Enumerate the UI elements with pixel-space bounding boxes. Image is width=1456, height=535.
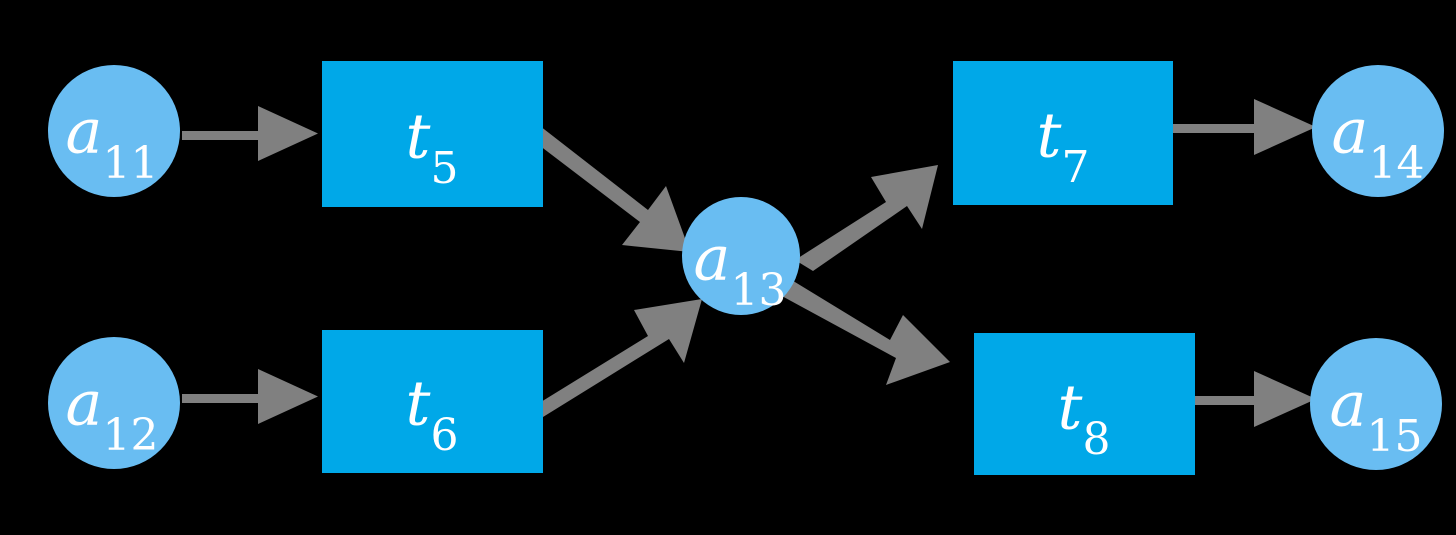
place-layer: a11 a12 a13 a14 a15 — [48, 65, 1444, 470]
arrow-shape — [531, 126, 690, 252]
edge-t8-to-a15 — [1195, 371, 1316, 427]
arrow-shape — [182, 369, 318, 424]
place-a13[interactable]: a13 — [682, 197, 800, 316]
place-a15-circle[interactable] — [1310, 338, 1442, 470]
arrow-shape — [1195, 371, 1316, 427]
edge-a13-to-t7 — [795, 165, 938, 271]
transition-layer: t5 t6 t7 t8 — [322, 61, 1195, 475]
transition-t8[interactable]: t8 — [974, 333, 1195, 475]
place-a15[interactable]: a15 — [1310, 338, 1442, 470]
place-a13-circle[interactable] — [682, 197, 800, 315]
arrow-shape — [182, 106, 318, 161]
arrow-shape — [795, 165, 938, 271]
place-a14[interactable]: a14 — [1312, 65, 1444, 197]
transition-t7-box[interactable] — [953, 61, 1173, 205]
transition-t7[interactable]: t7 — [953, 61, 1173, 205]
edge-t6-to-a13 — [536, 299, 702, 417]
edge-a13-to-t8 — [780, 279, 950, 385]
place-a14-circle[interactable] — [1312, 65, 1444, 197]
transition-t6-box[interactable] — [322, 330, 543, 473]
place-a12[interactable]: a12 — [48, 337, 180, 469]
transition-t6[interactable]: t6 — [322, 330, 543, 473]
edge-a11-to-t5 — [182, 106, 318, 161]
transition-t5-box[interactable] — [322, 61, 543, 207]
arrow-shape — [780, 279, 950, 385]
edge-a12-to-t6 — [182, 369, 318, 424]
edge-t7-to-a14 — [1173, 99, 1316, 155]
transition-t5[interactable]: t5 — [322, 61, 543, 207]
arrow-shape — [1173, 99, 1316, 155]
edge-t5-to-a13 — [531, 126, 690, 252]
arrow-shape — [536, 299, 702, 417]
edge-layer — [182, 99, 1316, 427]
transition-t8-box[interactable] — [974, 333, 1195, 475]
place-a11[interactable]: a11 — [48, 65, 180, 197]
place-a12-circle[interactable] — [48, 337, 180, 469]
place-a11-circle[interactable] — [48, 65, 180, 197]
